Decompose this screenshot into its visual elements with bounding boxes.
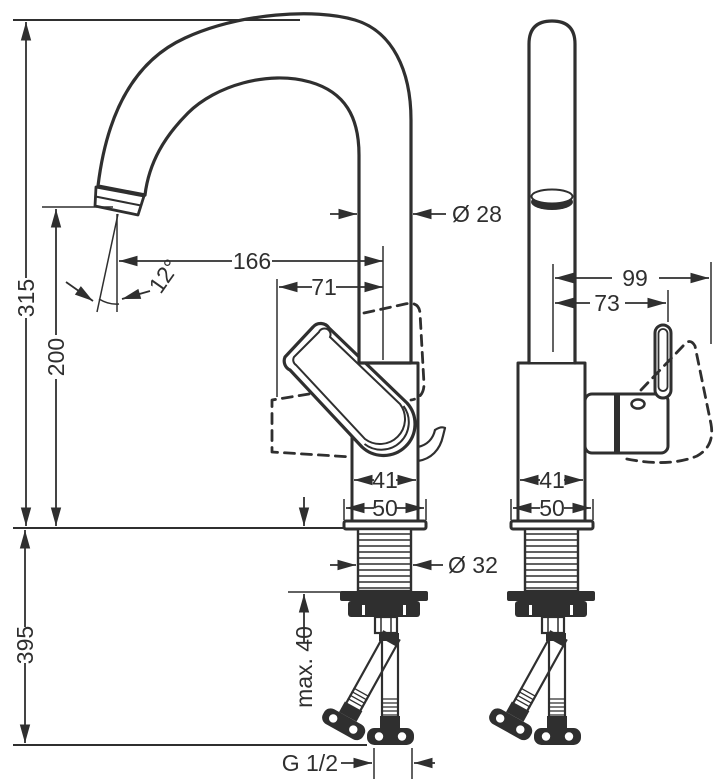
- dim-spout-diameter: Ø 28: [452, 201, 502, 227]
- dim-handle-depth: 73: [594, 290, 620, 316]
- dim-below-counter: 395: [12, 626, 38, 664]
- lever-handle-front: [282, 321, 417, 458]
- mounting-nut: [348, 601, 420, 617]
- dim-base-width-front: 50: [372, 495, 398, 521]
- handle-down-position-dashed: [270, 392, 354, 459]
- base-plate: [342, 519, 428, 531]
- swan-neck-spout: [96, 12, 413, 365]
- handle-raised-position-dashed: [620, 340, 714, 464]
- side-hook-detail: [416, 426, 447, 463]
- dim-body-width-side: 41: [539, 467, 565, 493]
- supply-hose-angled: [322, 630, 401, 741]
- threaded-shank: [356, 527, 413, 593]
- dim-spout-height: 200: [43, 338, 69, 376]
- dim-spout-reach: 166: [233, 248, 271, 274]
- under-counter-assembly-side: [489, 519, 595, 745]
- dim-connection-thread: G 1/2: [282, 750, 338, 776]
- dim-base-width-side: 50: [539, 495, 565, 521]
- dim-shank-diameter: Ø 32: [448, 552, 498, 578]
- handle-screw-detail: [630, 398, 646, 410]
- spout-aerator-cap: [93, 185, 146, 217]
- aerator-ring-side: [530, 188, 574, 210]
- dim-handle-reach: 71: [311, 274, 337, 300]
- reference-lines: [13, 19, 367, 746]
- supply-hose-vertical: [367, 633, 414, 745]
- under-counter-assembly-front: [322, 519, 428, 745]
- side-view: [516, 19, 714, 523]
- washer: [340, 591, 428, 601]
- dim-total-height: 315: [13, 279, 39, 317]
- dim-total-depth: 99: [622, 265, 648, 291]
- dim-max-counter-thickness: max. 40: [291, 626, 317, 708]
- dimensions: 315 200 395 166 71 12° Ø 28 41: [12, 22, 712, 779]
- front-view: [93, 12, 447, 523]
- hose-fitting: [373, 615, 399, 635]
- lever-handle-side: [583, 323, 673, 455]
- dim-body-width-front: 41: [372, 467, 398, 493]
